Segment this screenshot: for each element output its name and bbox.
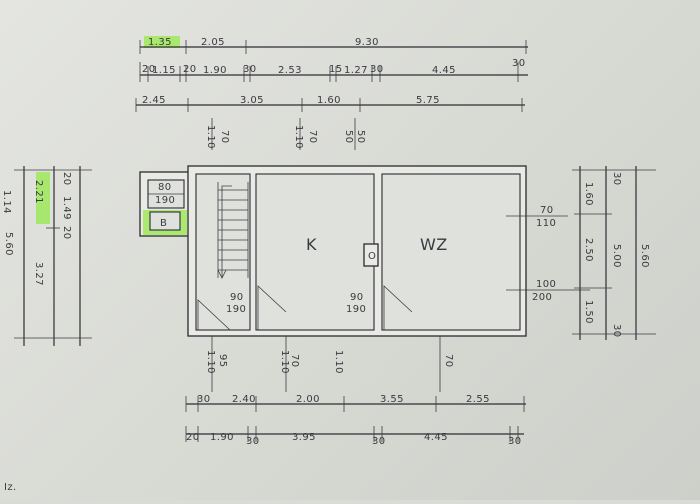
dim-bot-1-3: 2.00 (296, 394, 320, 405)
corner-note: Iz. (4, 482, 17, 493)
dim-bot-1-4: 3.55 (380, 394, 404, 405)
dim-right-2: 2.50 (583, 238, 594, 262)
win-top-6: 50 (355, 130, 366, 144)
win-top-5: 50 (343, 130, 354, 144)
dim-top-2-7: 15 (329, 64, 343, 75)
win-top-1: 1.10 (205, 125, 216, 149)
dim-bot-2-3: 30 (246, 436, 260, 447)
dim-top-2-8: 1.27 (344, 65, 368, 76)
chimney-label: O (368, 251, 376, 262)
dim-top-3-4: 5.75 (416, 95, 440, 106)
dim-right-1: 1.60 (583, 182, 594, 206)
door-dim-6: 200 (532, 292, 552, 303)
dim-top-2-10: 4.45 (432, 65, 456, 76)
dim-top-2-3: 20 (183, 64, 197, 75)
kitchen-label: K (306, 235, 317, 254)
top-window-marks: 1.10 70 1.10 70 50 50 (205, 118, 366, 150)
dim-right-6: 30 (611, 172, 622, 186)
dim-top-3-3: 1.60 (317, 95, 341, 106)
win-bot-2: 95 (217, 354, 228, 368)
dim-bot-2-4: 3.95 (292, 432, 316, 443)
dim-bot-2-1: 20 (186, 432, 200, 443)
dim-right-3: 1.50 (583, 300, 594, 324)
win-top-2: 70 (219, 130, 230, 144)
door-dim-4: 190 (346, 304, 366, 315)
dim-top-3-1: 2.45 (142, 95, 166, 106)
dim-top-2-5: 30 (243, 64, 257, 75)
door-dim-2: 190 (226, 304, 246, 315)
dim-right-5: 5.60 (639, 244, 650, 268)
bath-dim-2: 190 (155, 195, 175, 206)
left-dimensions: 1.14 5.60 2.21 3.27 20 1.49 20 (1, 166, 92, 346)
dim-right-7: 30 (611, 324, 622, 338)
door-dim-5: 100 (536, 279, 556, 290)
dim-top-3-2: 3.05 (240, 95, 264, 106)
window-dim-1: 70 (540, 205, 554, 216)
dim-top-2-6: 2.53 (278, 65, 302, 76)
dim-top-2-1: 20 (142, 64, 156, 75)
dim-top-1-1: 1.35 (148, 37, 172, 48)
dim-top-2-11: 30 (512, 58, 526, 69)
dim-bot-2-7: 30 (508, 436, 522, 447)
win-top-4: 70 (307, 130, 318, 144)
living-room-label: WZ (420, 235, 448, 254)
dim-top-1-2: 2.05 (201, 37, 225, 48)
top-dimension-rows: 1.35 2.05 9.30 20 1.15 20 1.90 30 2.53 1… (135, 36, 528, 112)
dim-bot-1-1: 30 (197, 394, 211, 405)
bottom-window-marks: 1.10 95 1.10 70 1.10 70 (205, 336, 454, 392)
floor-plan-outline: 80 190 B K WZ O (139, 165, 590, 337)
right-dimensions: 1.60 2.50 1.50 5.00 5.60 30 30 (572, 166, 656, 340)
dim-top-2-9: 30 (370, 64, 384, 75)
highlight-mark (144, 36, 180, 48)
dim-left-6: 1.49 (61, 196, 72, 220)
bath-dim-1: 80 (158, 182, 172, 193)
win-top-3: 1.10 (293, 125, 304, 149)
win-bot-1: 1.10 (205, 350, 216, 374)
dim-bot-1-5: 2.55 (466, 394, 490, 405)
dim-left-4: 3.27 (33, 262, 44, 286)
dim-bot-1-2: 2.40 (232, 394, 256, 405)
highlight-mark-left (36, 172, 50, 224)
dim-bot-2-6: 4.45 (424, 432, 448, 443)
win-bot-5: 1.10 (333, 350, 344, 374)
bottom-dimension-rows: 30 2.40 2.00 3.55 2.55 20 1.90 30 3.95 3… (185, 394, 526, 447)
door-dim-1: 90 (230, 292, 244, 303)
stair-icon (217, 182, 249, 279)
dim-bot-2-2: 1.90 (210, 432, 234, 443)
win-bot-3: 1.10 (279, 350, 290, 374)
win-bot-4: 70 (289, 354, 300, 368)
dim-left-5: 20 (61, 172, 72, 186)
window-dim-2: 110 (536, 218, 556, 229)
bath-label: B (160, 218, 167, 229)
win-bot-6: 70 (443, 354, 454, 368)
dim-bot-2-5: 30 (372, 436, 386, 447)
dim-left-3: 2.21 (33, 180, 44, 204)
dim-top-2-2: 1.15 (152, 65, 176, 76)
dim-right-4: 5.00 (611, 244, 622, 268)
dim-top-2-4: 1.90 (203, 65, 227, 76)
dim-top-1-3: 9.30 (355, 37, 379, 48)
dim-left-7: 20 (61, 226, 72, 240)
door-dim-3: 90 (350, 292, 364, 303)
dim-left-1: 1.14 (1, 190, 12, 214)
dim-left-2: 5.60 (3, 232, 14, 256)
